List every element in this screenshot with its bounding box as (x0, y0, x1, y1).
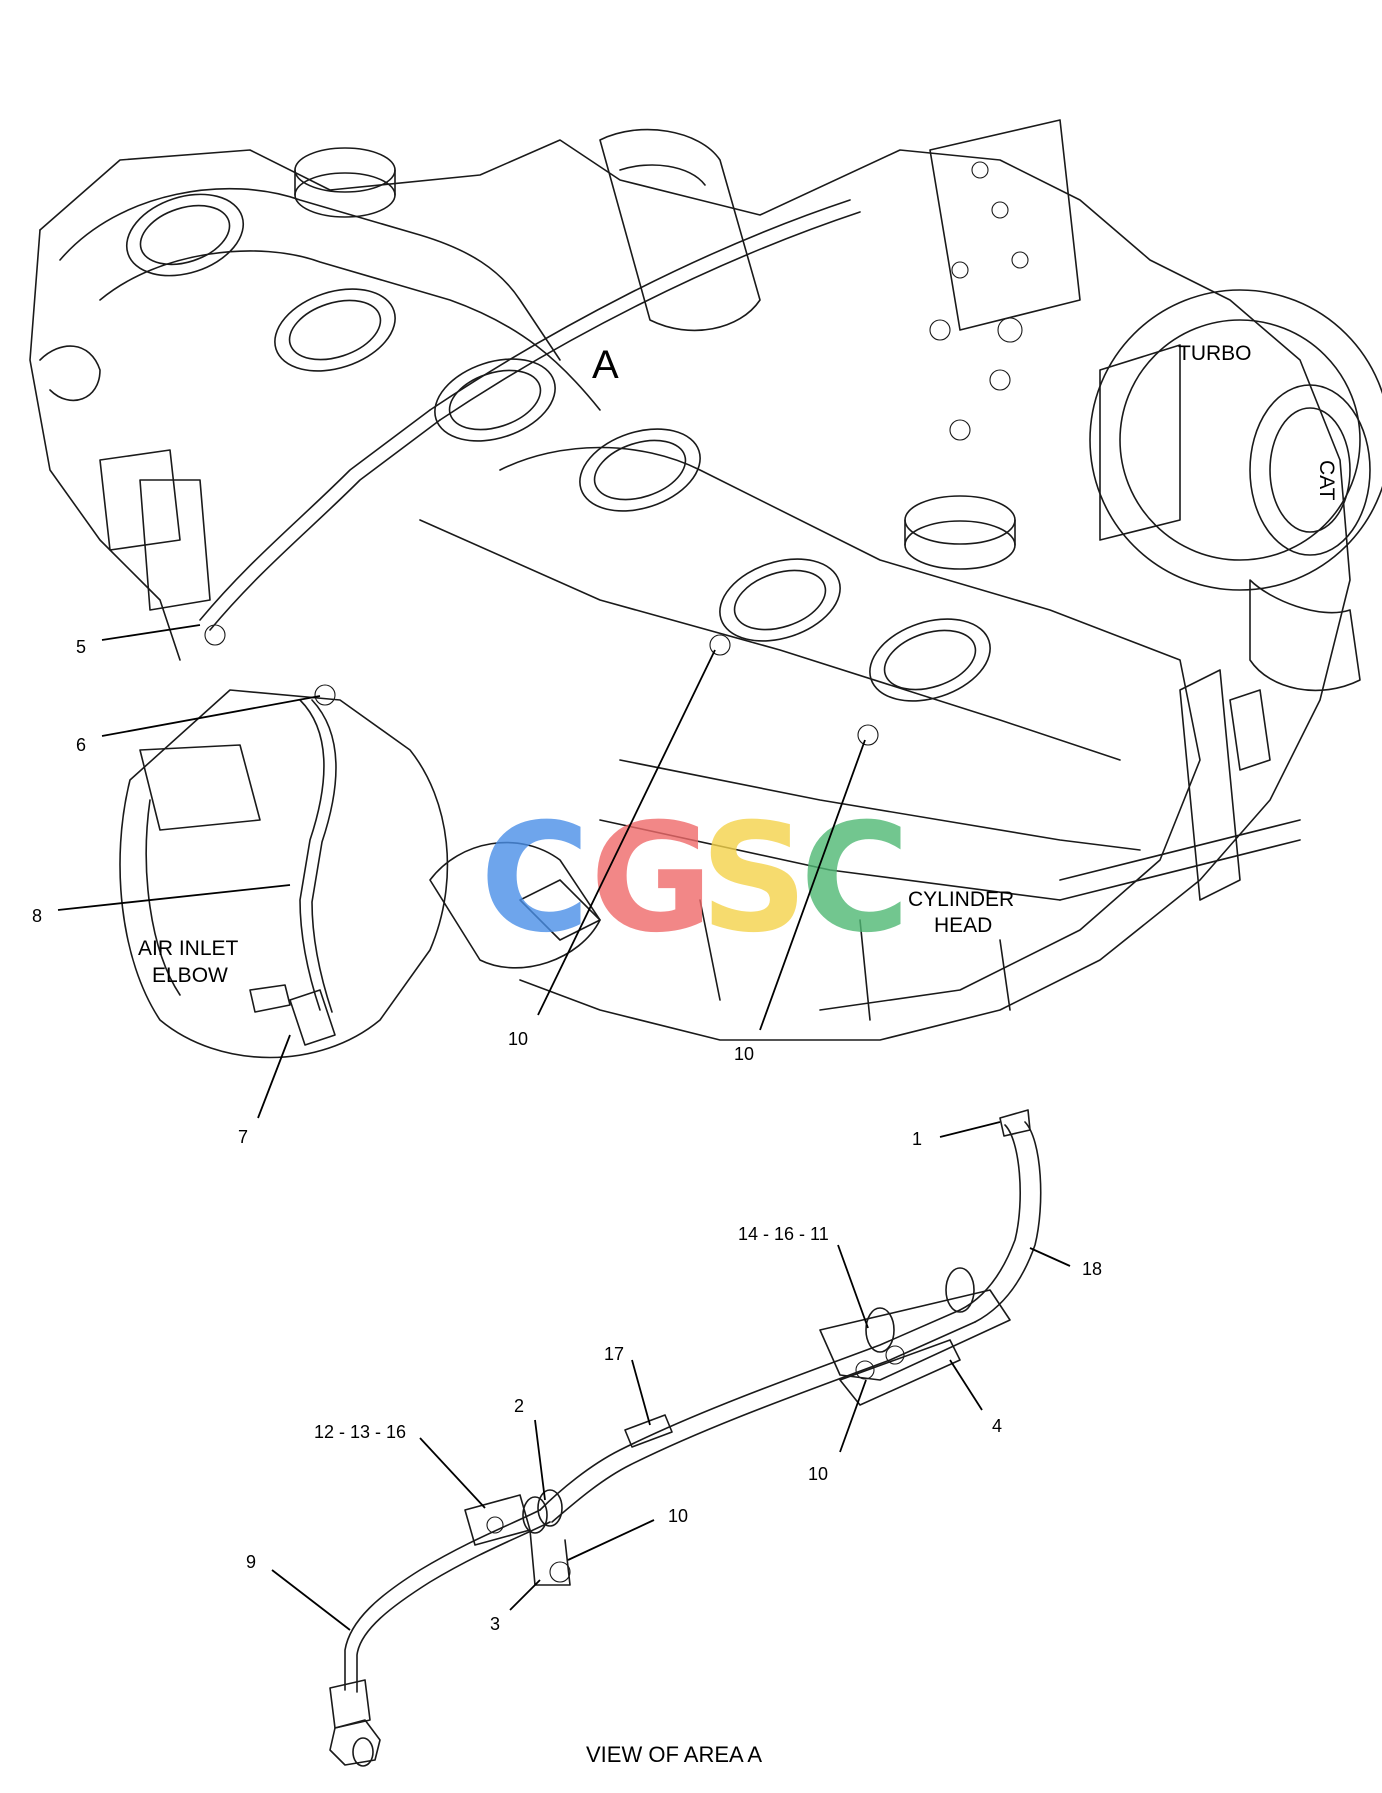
air-inlet-label-2: ELBOW (152, 964, 228, 987)
svg-text:17: 17 (604, 1344, 624, 1364)
cat-logo-text: CAT (1315, 460, 1338, 501)
callout-4: 4 (949, 1359, 1002, 1436)
area-marker: A (592, 343, 619, 387)
svg-text:4: 4 (992, 1416, 1002, 1436)
callout-1: 1 (912, 1121, 1001, 1149)
callout-3: 3 (490, 1579, 541, 1634)
svg-text:10: 10 (668, 1506, 688, 1526)
callout-17: 17 (604, 1344, 651, 1426)
svg-text:5: 5 (76, 637, 86, 657)
callout-14-16-11: 14 - 16 - 11 (738, 1224, 869, 1329)
air-inlet-elbow (119, 689, 449, 1059)
cylinder-head-label-1: CYLINDER (908, 888, 1014, 911)
callout-7: 7 (238, 1034, 291, 1147)
watermark-letter-s: S (700, 792, 808, 966)
svg-text:10: 10 (508, 1029, 528, 1049)
oil-filler-cap-rear (294, 147, 396, 218)
svg-text:6: 6 (76, 735, 86, 755)
callout-9: 9 (246, 1552, 351, 1631)
callout-10-d: 10 (567, 1506, 688, 1561)
callout-5: 5 (76, 624, 201, 657)
turbo-label: TURBO (1178, 342, 1252, 365)
callout-10-a: 10 (508, 649, 716, 1049)
callout-6: 6 (76, 695, 321, 755)
svg-text:14 - 16 - 11: 14 - 16 - 11 (738, 1224, 829, 1244)
cgsc-watermark: C G S C (480, 792, 910, 966)
svg-text:10: 10 (808, 1464, 828, 1484)
engine-drawing (29, 119, 1382, 1059)
callout-18: 18 (1029, 1247, 1102, 1279)
callout-12-13-16: 12 - 13 - 16 (314, 1422, 486, 1509)
view-caption: VIEW OF AREA A (586, 1742, 762, 1767)
svg-text:1: 1 (912, 1129, 922, 1149)
watermark-letter-g: G (590, 792, 713, 966)
cylinder-head-label-2: HEAD (934, 914, 992, 937)
oil-filler-cap-front (904, 495, 1016, 570)
callout-10-c: 10 (808, 1379, 867, 1484)
svg-text:2: 2 (514, 1396, 524, 1416)
svg-text:7: 7 (238, 1127, 248, 1147)
air-inlet-label-1: AIR INLET (138, 937, 239, 960)
callout-10-b: 10 (734, 739, 866, 1064)
callout-8: 8 (32, 884, 291, 926)
callout-2: 2 (514, 1396, 546, 1501)
svg-text:8: 8 (32, 906, 42, 926)
svg-text:3: 3 (490, 1614, 500, 1634)
turbocharger (1089, 289, 1382, 692)
svg-text:12 - 13 - 16: 12 - 13 - 16 (314, 1422, 406, 1442)
svg-text:9: 9 (246, 1552, 256, 1572)
area-a-detail (329, 1109, 1042, 1767)
watermark-letter-c1: C (480, 792, 590, 966)
watermark-letter-c2: C (800, 792, 910, 966)
svg-text:18: 18 (1082, 1259, 1102, 1279)
svg-text:10: 10 (734, 1044, 754, 1064)
